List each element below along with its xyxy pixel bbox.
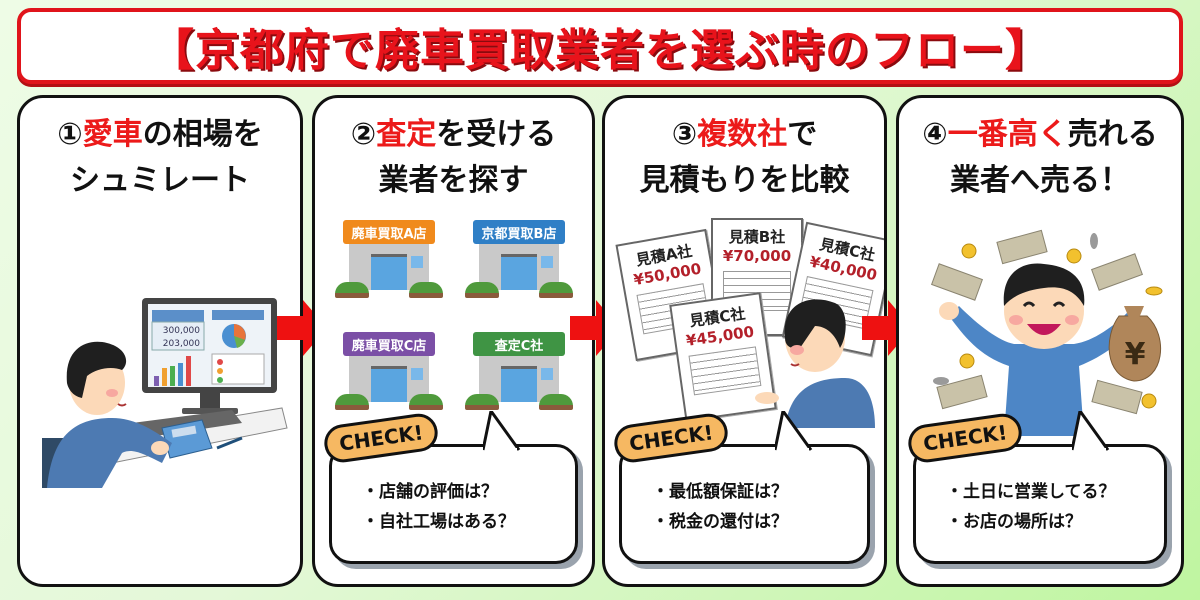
store-c: 廃車買取C店 [335,332,443,410]
step-2-heading: ②査定を受ける 業者を探す [315,112,592,204]
check-item: 土日に営業してる？ [946,477,1116,507]
man-comparing-illustration [755,299,875,428]
step-2-panel: ②査定を受ける 業者を探す 廃車買取A店 京都買取B店 廃車買取C店 査定C社 … [312,95,595,587]
store-sign: 査定C社 [473,332,565,356]
step-1-heading: ①愛車の相場を シュミレート [20,112,300,204]
happy-man-money-illustration: ¥ [930,229,1163,436]
step-number: ④ [922,117,948,152]
step-heading-line2: 見積もりを比較 [639,163,850,198]
step-heading-text: で [787,117,818,152]
check-list: 土日に営業してる？ お店の場所は？ [946,477,1116,537]
check-item: 店舗の評価は？ [362,477,515,507]
check-bubble: CHECK! 最低額保証は？ 税金の還付は？ [611,411,870,564]
step-number: ① [57,117,83,152]
store-sign: 廃車買取C店 [343,332,435,356]
estimate-price: ¥70,000 [722,247,792,265]
step-3-heading: ③複数社で 見積もりを比較 [605,112,884,204]
step-4-panel: ④一番高く売れる 業者へ売る！ ¥ C [896,95,1184,587]
step-heading-line2: シュミレート [70,163,250,198]
screen-value-2: 203,000 [163,339,200,349]
yen-symbol: ¥ [1125,337,1146,372]
step-heading-text: の相場を [142,117,263,152]
man-at-computer-illustration: 300,000 203,000 [42,288,292,488]
step-heading-line2: 業者へ売る！ [950,163,1130,198]
store-b: 京都買取B店 [465,220,573,298]
store-d: 査定C社 [465,332,573,410]
check-list: 店舗の評価は？ 自社工場はある？ [362,477,515,537]
step-3-panel: ③複数社で 見積もりを比較 見積A社 ¥50,000 見積B社 ¥70,000 … [602,95,887,587]
step-highlight: 一番高く [947,117,1068,152]
store-a: 廃車買取A店 [335,220,443,298]
step-1-panel: ①愛車の相場を シュミレート 300,000 203,000 [17,95,303,587]
bubble-tail-icon [1072,411,1110,451]
step-number: ③ [671,117,698,152]
bubble-tail-icon [775,411,813,451]
screen-value-1: 300,000 [163,326,200,336]
check-item: 最低額保証は？ [652,477,788,507]
step-highlight: 複数社 [697,117,788,152]
step-heading-text: 売れる [1067,117,1158,152]
store-sign: 京都買取B店 [473,220,565,244]
step-heading-line2: 業者を探す [378,163,529,198]
page-title: 【京都府で廃車買取業者を選ぶ時のフロー】 [150,25,1050,76]
step-highlight: 査定 [376,117,437,152]
check-item: 自社工場はある？ [362,507,515,537]
step-highlight: 愛車 [82,117,143,152]
store-sign: 廃車買取A店 [343,220,435,244]
check-item: 税金の還付は？ [652,507,788,537]
step-heading-text: を受ける [436,117,557,152]
check-bubble: CHECK! 店舗の評価は？ 自社工場はある？ [321,411,578,564]
step-number: ② [350,117,377,152]
check-tag: CHECK! [321,411,441,465]
estimate-name: 見積B社 [728,228,786,246]
check-bubble: CHECK! 土日に営業してる？ お店の場所は？ [905,411,1167,564]
title-banner: 【京都府で廃車買取業者を選ぶ時のフロー】 [17,8,1183,84]
check-tag: CHECK! [611,411,731,465]
check-item: お店の場所は？ [946,507,1116,537]
step-4-heading: ④一番高く売れる 業者へ売る！ [899,112,1181,204]
check-list: 最低額保証は？ 税金の還付は？ [652,477,788,537]
bubble-tail-icon [483,411,521,451]
